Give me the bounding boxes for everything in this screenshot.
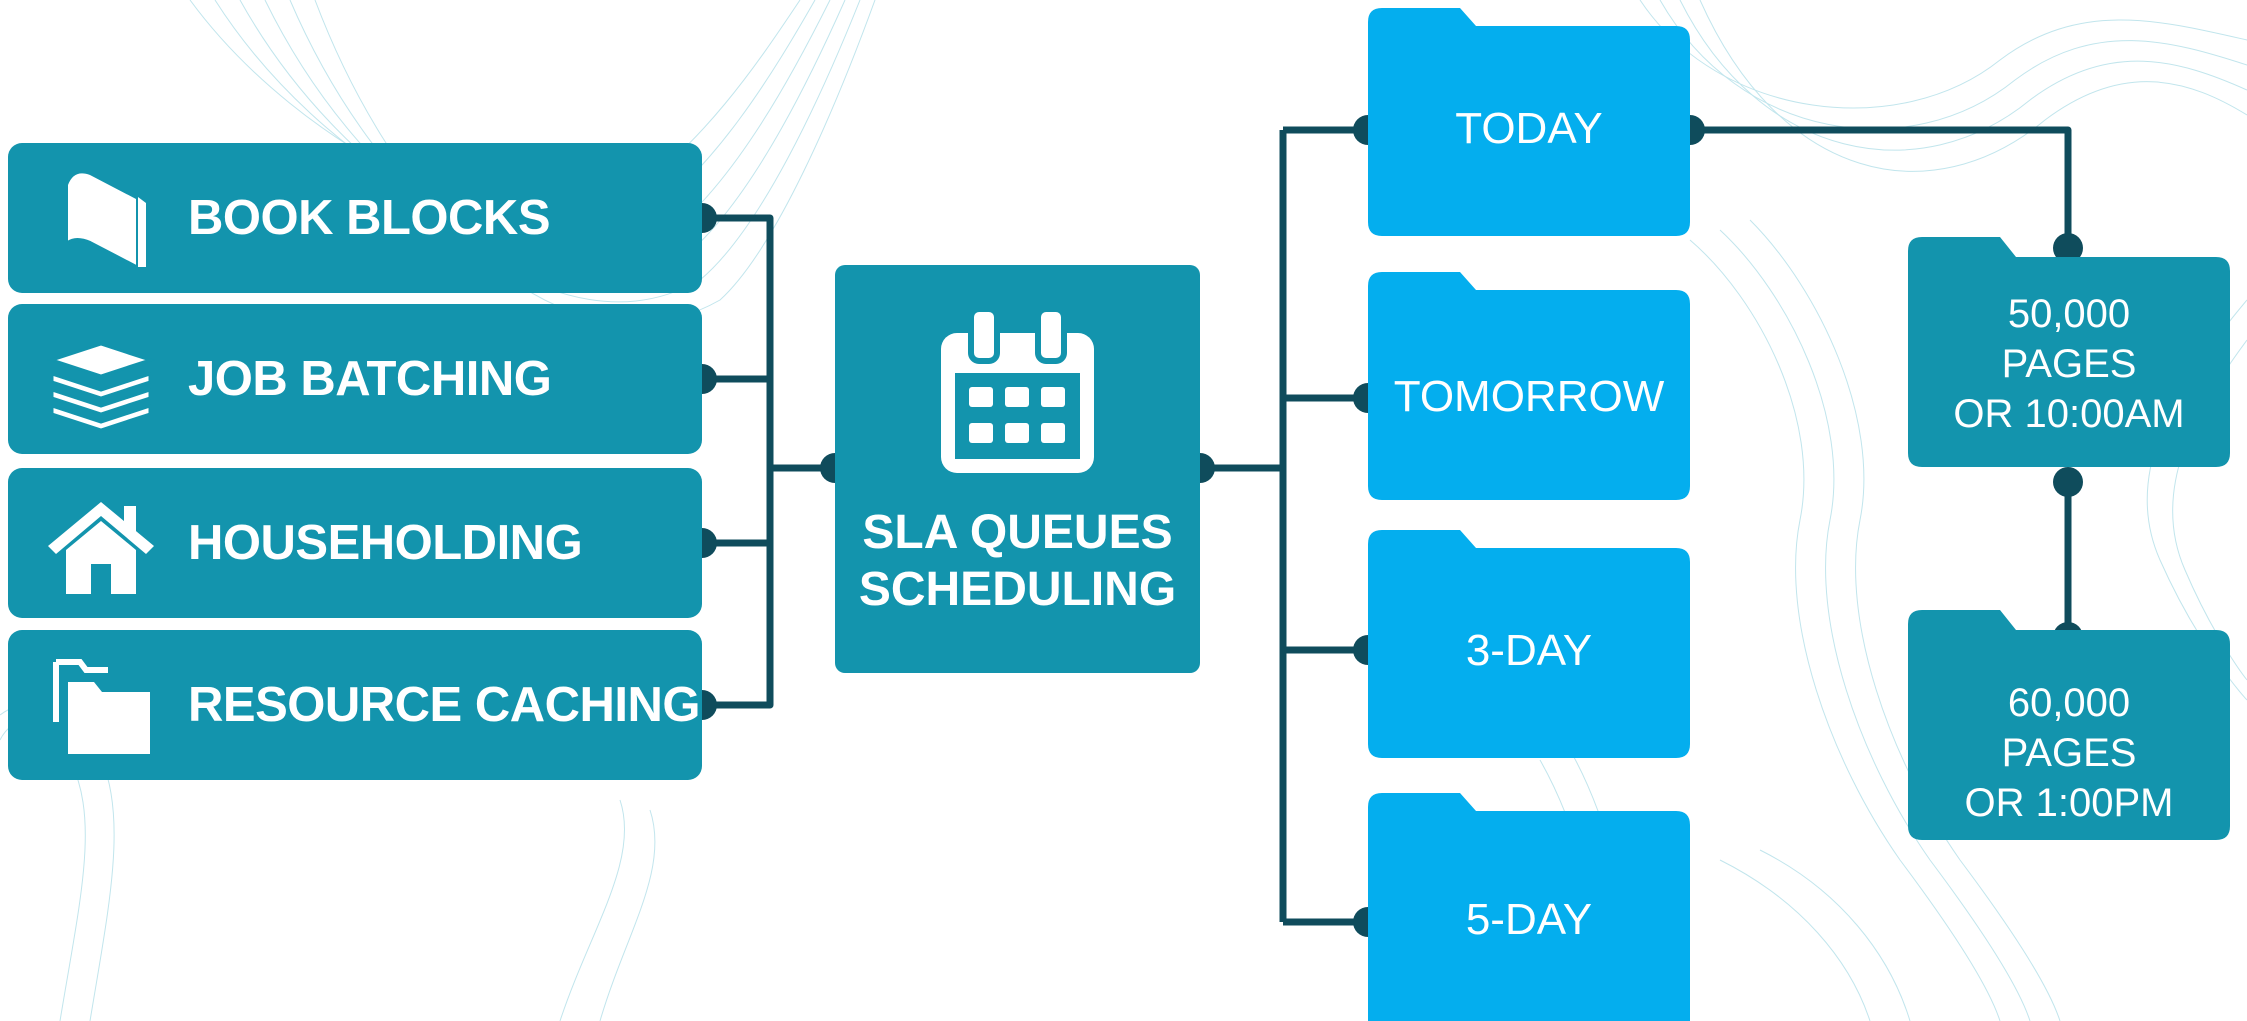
capacity-unit: PAGES [2001,342,2137,386]
capacity-unit: PAGES [2001,731,2137,775]
capacity-folder-60000: 60,000 PAGES OR 1:00PM [1908,610,2230,840]
feature-book-blocks: BOOK BLOCKS [8,143,702,293]
folders-icon [53,659,150,754]
hub-sla-queues-scheduling: SLA QUEUES SCHEDULING [835,265,1200,673]
hub-title-line2: SCHEDULING [858,563,1177,616]
book-icon [66,173,146,269]
folder-shape [1908,610,2230,840]
calendar-icon [941,309,1094,473]
feature-householding: HOUSEHOLDING [8,468,702,618]
feature-label: RESOURCE CACHING [188,678,700,732]
feature-label: HOUSEHOLDING [188,516,583,570]
folder-shape [1908,237,2230,467]
stack-icon [47,342,155,432]
capacity-text: 60,000 PAGES OR 1:00PM [1908,678,2230,828]
connector-book-blocks [702,214,774,709]
folder-shape [1368,793,1690,1021]
feature-label: BOOK BLOCKS [188,191,551,245]
feature-job-batching: JOB BATCHING [8,304,702,454]
queue-label: TODAY [1455,104,1603,153]
folder-shape [1368,272,1690,500]
queue-label: TOMORROW [1393,372,1665,421]
feature-resource-caching: RESOURCE CACHING [8,630,702,780]
capacity-deadline: OR 1:00PM [1964,781,2174,825]
queue-folder-today: TODAY [1368,8,1690,236]
queue-folder-tomorrow: TOMORROW [1368,272,1690,500]
node-capacity1-top [2053,233,2083,263]
folder-shape [1368,530,1690,758]
folder-shape [1368,8,1690,236]
feature-label: JOB BATCHING [188,352,552,406]
queue-folder-5day: 5-DAY [1368,793,1690,1021]
house-icon [48,502,154,594]
node-capacity1-bottom [2053,467,2083,497]
capacity-amount: 50,000 [2007,292,2131,336]
capacity-amount: 60,000 [2007,681,2131,725]
capacity-deadline: OR 10:00AM [1953,392,2185,436]
capacity-text: 50,000 PAGES OR 10:00AM [1908,289,2230,439]
hub-title-line1: SLA QUEUES [862,506,1173,559]
queue-label: 5-DAY [1465,895,1593,944]
capacity-folder-50000: 50,000 PAGES OR 10:00AM [1908,237,2230,467]
queue-folder-3day: 3-DAY [1368,530,1690,758]
connector-today-capacity [1690,126,2072,248]
queue-label: 3-DAY [1465,626,1593,675]
